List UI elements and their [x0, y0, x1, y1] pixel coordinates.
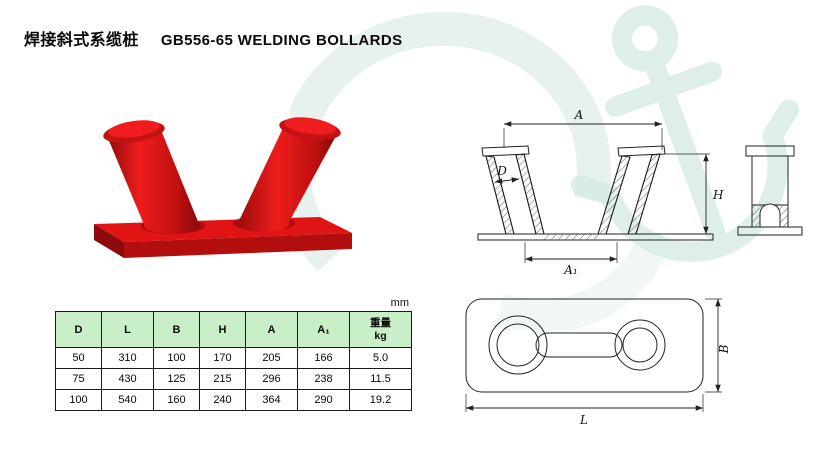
table-cell: 310	[101, 347, 154, 369]
table-cell: 170	[199, 347, 246, 369]
front-view	[477, 121, 714, 263]
dim-label-l: L	[579, 413, 588, 427]
bollard-post-right	[237, 128, 337, 232]
units-label: mm	[390, 297, 409, 309]
table-cell: 100	[55, 389, 102, 411]
dimension-drawing: A A₁ D H	[465, 108, 803, 427]
bollard-cap-right-top	[284, 117, 336, 135]
title-english: GB556-65 WELDING BOLLARDS	[160, 32, 403, 49]
weight-label-cn: 重量	[370, 317, 391, 330]
table-cell: 238	[297, 368, 350, 390]
col-header-a1: A₁	[297, 311, 350, 348]
spec-table: D L B H A A₁ 重量 kg 50 310 100 170 205 16…	[55, 311, 412, 411]
page-title: 焊接斜式系缆桩 GB556-65 WELDING BOLLARDS	[24, 26, 403, 50]
top-view	[465, 298, 722, 412]
table-cell: 205	[245, 347, 298, 369]
weight-label-unit: kg	[374, 329, 387, 342]
table-row: 100 540 160 240 364 290 19.2	[55, 389, 412, 411]
dim-label-b: B	[717, 344, 731, 354]
col-header-b: B	[153, 311, 200, 348]
col-header-h: H	[199, 311, 246, 348]
dim-label-h: H	[712, 188, 724, 202]
col-header-a: A	[245, 311, 298, 348]
bollard-base-front	[124, 233, 352, 258]
title-chinese: 焊接斜式系缆桩	[24, 32, 139, 49]
table-cell: 100	[153, 347, 200, 369]
bollard-cap-left-top	[108, 120, 160, 138]
col-header-weight: 重量 kg	[349, 311, 412, 348]
table-cell: 290	[297, 389, 350, 411]
table-header-row: D L B H A A₁ 重量 kg	[55, 311, 412, 348]
bollard-photo	[80, 96, 380, 276]
table-row: 50 310 100 170 205 166 5.0	[55, 347, 412, 369]
bollard-illustration	[94, 117, 352, 258]
table-row: 75 430 125 215 296 238 11.5	[55, 368, 412, 390]
table-cell: 166	[297, 347, 350, 369]
dim-label-a: A	[574, 108, 584, 122]
bollard-post-left	[107, 130, 200, 234]
table-cell: 160	[153, 389, 200, 411]
table-cell: 364	[245, 389, 298, 411]
table-cell: 296	[245, 368, 298, 390]
table-cell: 240	[199, 389, 246, 411]
technical-drawing: A A₁ D H	[448, 102, 830, 459]
table-cell: 430	[101, 368, 154, 390]
table-cell: 5.0	[349, 347, 412, 369]
table-cell: 50	[55, 347, 102, 369]
side-view	[737, 145, 803, 236]
col-header-l: L	[101, 311, 154, 348]
col-header-d: D	[55, 311, 102, 348]
table-cell: 11.5	[349, 368, 412, 390]
dim-label-d: D	[496, 164, 507, 178]
table-cell: 215	[199, 368, 246, 390]
table-cell: 19.2	[349, 389, 412, 411]
table-cell: 125	[153, 368, 200, 390]
bollard-base-side	[94, 224, 124, 258]
table-cell: 540	[101, 389, 154, 411]
dim-label-a1: A₁	[563, 263, 577, 277]
table-cell: 75	[55, 368, 102, 390]
